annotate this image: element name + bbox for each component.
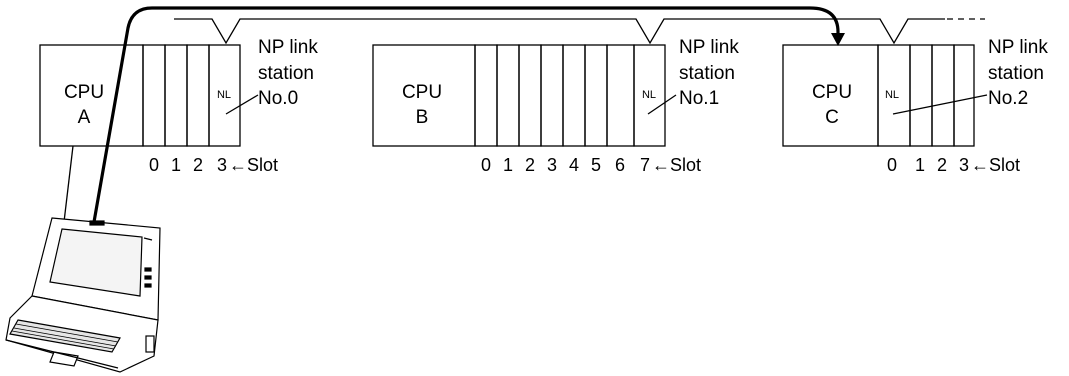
slot-b-5 <box>584 44 608 147</box>
slot-a-0 <box>142 44 166 147</box>
slot-number-b-1: 1 <box>503 155 513 175</box>
cpu-a-letter: A <box>78 107 91 128</box>
slot-b-3 <box>540 44 564 147</box>
leader-line-a <box>225 94 259 115</box>
slot-number-b-0: 0 <box>481 155 491 175</box>
slot-number-b-4: 4 <box>569 155 579 175</box>
slot-label-b: ←Slot <box>652 155 701 175</box>
slot-number-c-2: 2 <box>937 155 947 175</box>
station-a-label-line3: No.0 <box>258 88 298 109</box>
slot-b-6 <box>606 44 635 147</box>
slot-a-1 <box>164 44 188 147</box>
slot-label-c: ←Slot <box>971 155 1020 175</box>
slot-number-b-6: 6 <box>615 155 625 175</box>
connection-cable <box>63 145 74 223</box>
station-c-label-line1: NP link <box>988 37 1048 58</box>
station-b-label-line3: No.1 <box>679 88 719 109</box>
station-c: CPU C NL NP link station No.2 0 1 2 3 ←S… <box>782 37 1048 175</box>
leader-line-b <box>647 94 677 115</box>
station-c-label-line2: station <box>988 63 1044 84</box>
nl-module-c-label: NL <box>885 89 899 101</box>
slot-number-a-1: 1 <box>171 155 181 175</box>
station-b-label-line2: station <box>679 63 735 84</box>
slot-number-b-7: 7 <box>640 155 650 175</box>
slot-number-b-2: 2 <box>525 155 535 175</box>
slot-number-c-3: 3 <box>959 155 969 175</box>
slot-number-c-1: 1 <box>915 155 925 175</box>
station-b-label-line1: NP link <box>679 37 739 58</box>
slot-c-2 <box>931 44 955 147</box>
slot-a-2 <box>186 44 210 147</box>
station-a: CPU A NL NP link station No.0 0 1 2 3 ←S… <box>39 37 318 175</box>
slot-b-4 <box>562 44 586 147</box>
station-c-label-line3: No.2 <box>988 88 1028 109</box>
slot-c-1 <box>909 44 933 147</box>
cpu-b-label: CPU <box>402 82 442 103</box>
slot-b-2 <box>518 44 542 147</box>
station-b: CPU B NL NP link station No.1 0 1 2 3 4 … <box>372 37 739 175</box>
laptop-screen <box>49 228 143 297</box>
network-bus-line <box>174 18 945 45</box>
laptop-touchpad <box>49 351 79 367</box>
cpu-b-letter: B <box>416 107 429 128</box>
cpu-c-letter: C <box>825 107 839 128</box>
slot-b-1 <box>496 44 520 147</box>
slot-label-a: ←Slot <box>229 155 278 175</box>
slot-number-a-0: 0 <box>149 155 159 175</box>
nl-module-b-label: NL <box>642 89 656 101</box>
laptop-computer-icon <box>5 217 161 373</box>
nl-module-a-label: NL <box>217 89 231 101</box>
access-route-arrowhead <box>831 33 845 46</box>
nl-module-b <box>633 44 666 147</box>
slot-number-a-3: 3 <box>217 155 227 175</box>
slot-c-3 <box>953 44 975 147</box>
cpu-c-label: CPU <box>812 82 852 103</box>
slot-number-a-2: 2 <box>193 155 203 175</box>
slot-number-b-3: 3 <box>547 155 557 175</box>
cpu-a-label: CPU <box>64 82 104 103</box>
leader-line-c <box>892 94 988 115</box>
slot-b-0 <box>474 44 498 147</box>
slot-number-c-0: 0 <box>887 155 897 175</box>
slot-number-b-5: 5 <box>591 155 601 175</box>
station-a-label-line2: station <box>258 63 314 84</box>
nl-module-a <box>208 44 241 147</box>
access-route-arrow <box>92 6 840 223</box>
station-a-label-line1: NP link <box>258 37 318 58</box>
